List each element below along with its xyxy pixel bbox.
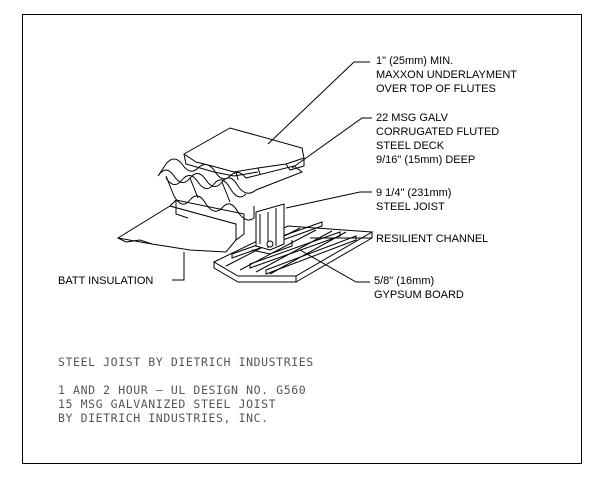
corrugated-steel-deck [157,158,304,221]
callout-resilient-channel: RESILIENT CHANNEL [376,233,488,245]
callout-gypsum-board: 5/8" (16mm) GYPSUM BOARD [374,275,464,301]
callout-steel-joist: 9 1/4" (231mm) STEEL JOIST [376,187,455,213]
notes-title: STEEL JOIST BY DIETRICH INDUSTRIES [58,355,314,369]
leader-underlayment [267,61,370,145]
notes-body: 1 AND 2 HOUR – UL DESIGN NO. G560 15 MSG… [58,383,314,425]
leader-joist [285,191,372,209]
callout-batt-insulation: BATT INSULATION [58,275,153,287]
leader-deck [291,117,372,169]
steel-joist [251,203,293,255]
drawing-frame [22,14,582,464]
leader-gypsum [299,249,370,283]
batt-insulation [116,199,245,253]
callout-steel-deck: 22 MSG GALV CORRUGATED FLUTED STEEL DECK… [376,112,502,166]
leader-insulation [172,252,185,281]
resilient-channels [231,221,357,275]
maxxon-underlayment [183,127,305,181]
leader-lines [172,61,372,283]
callout-underlayment: 1" (25mm) MIN. MAXXON UNDERLAYMENT OVER … [376,55,520,95]
